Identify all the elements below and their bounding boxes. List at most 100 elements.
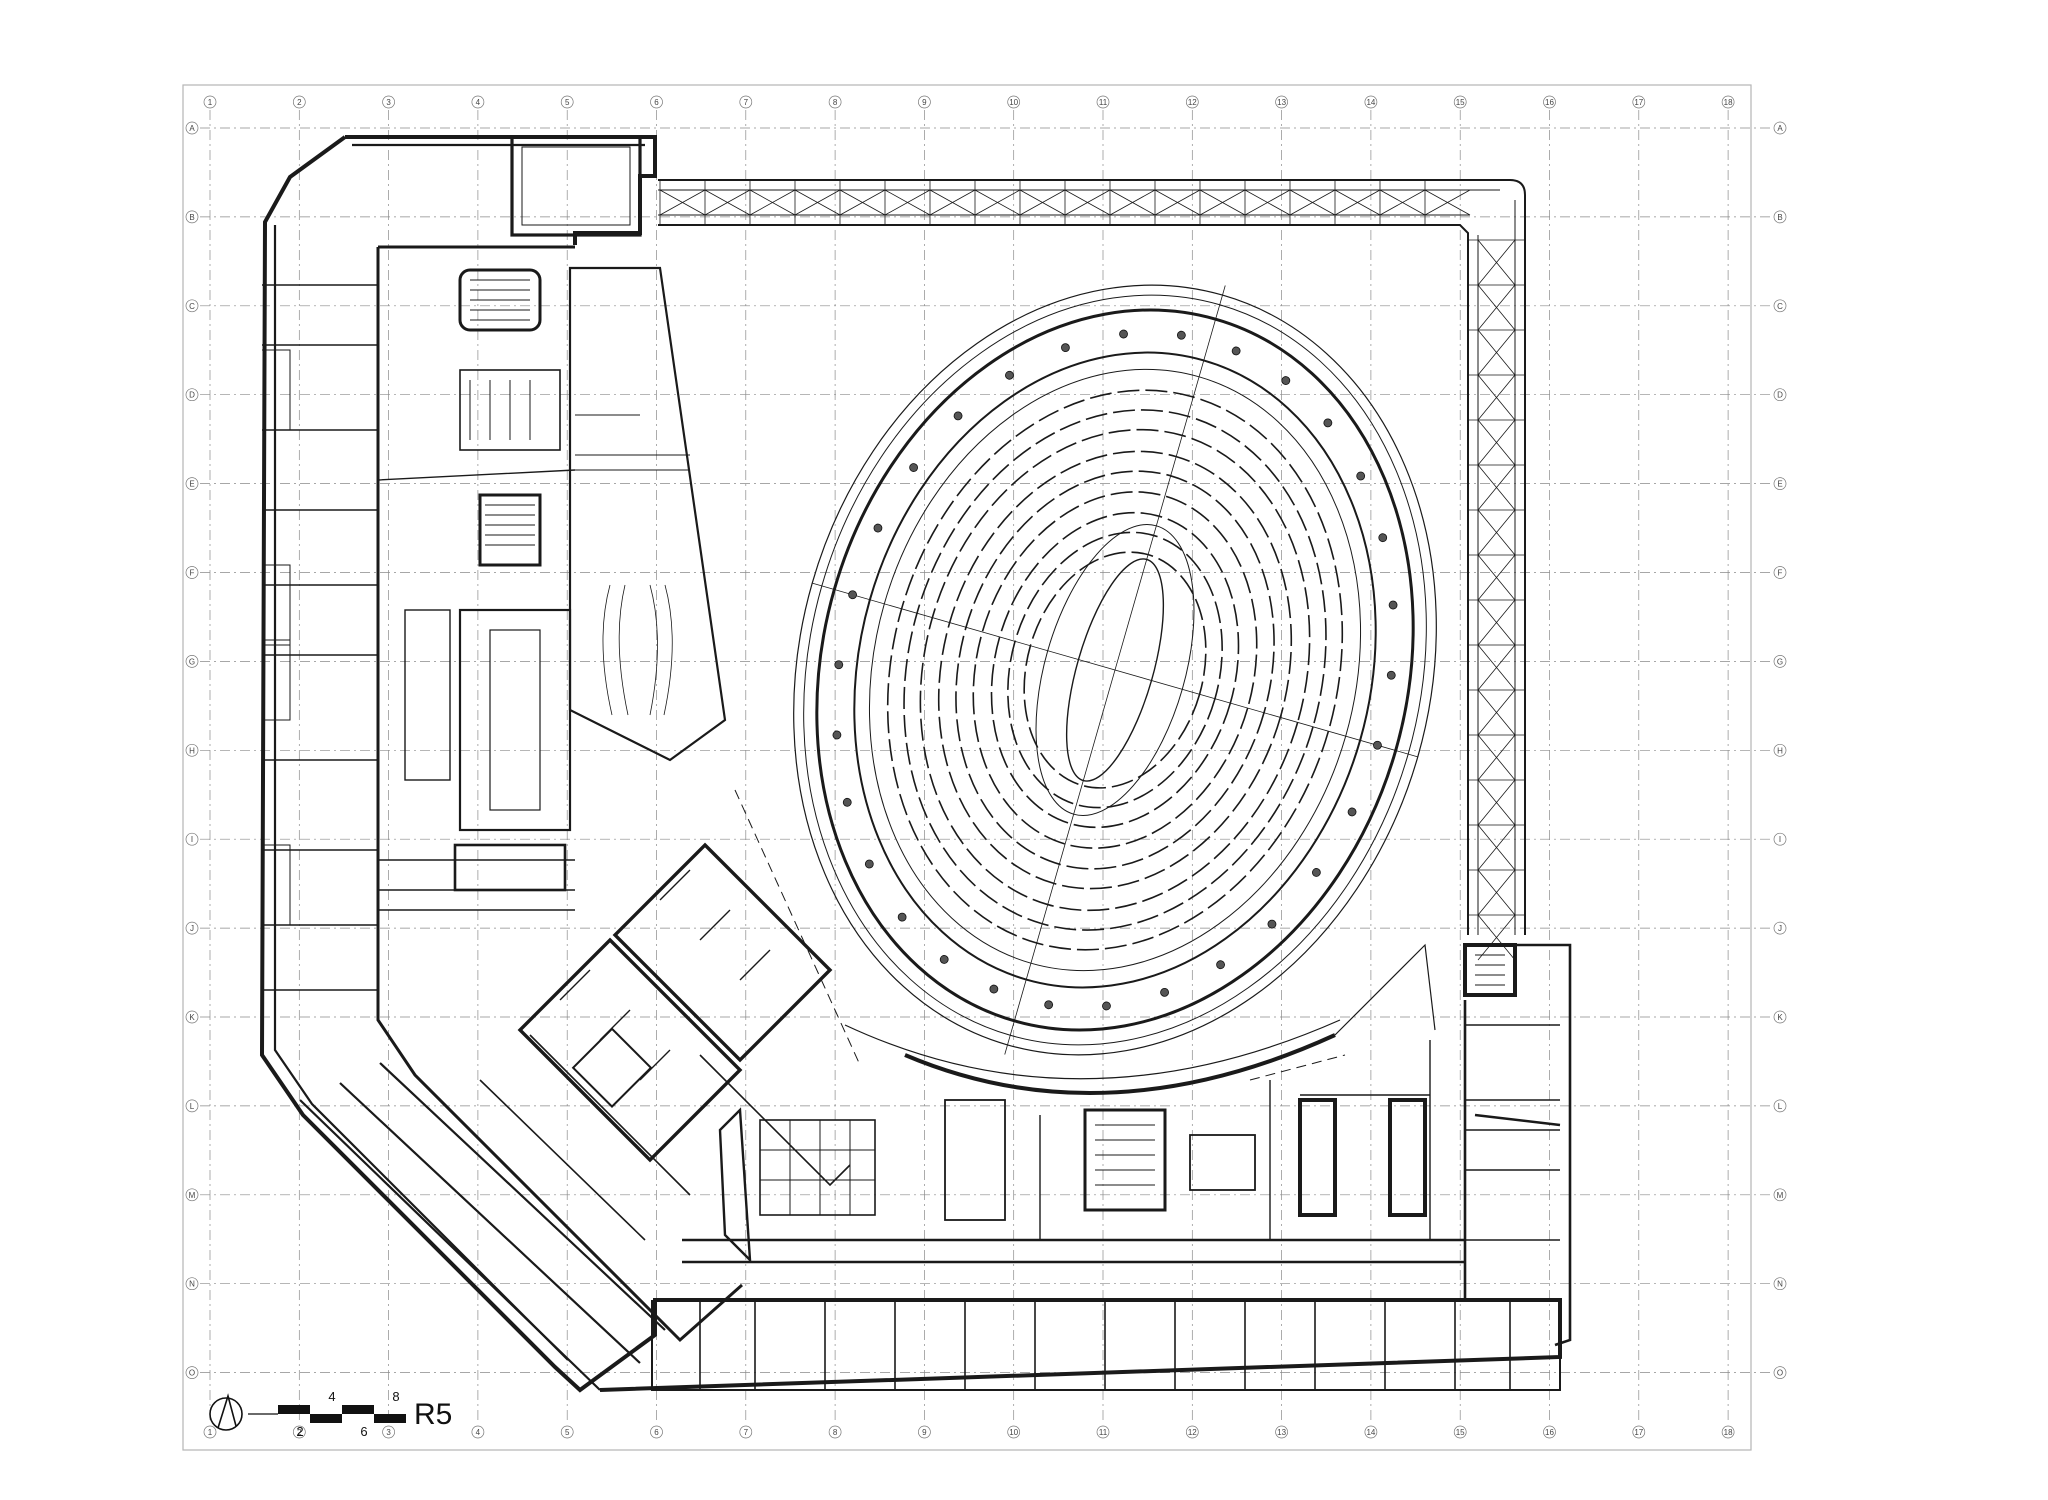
truss-brace (704, 180, 751, 225)
hall-column (909, 463, 919, 472)
grid-row-label-left: G (185, 655, 199, 668)
grid-column-label-bottom: 3 (382, 1425, 395, 1439)
grid-row-label-left: B (185, 210, 199, 224)
grid-row-label-right: E (1773, 477, 1787, 490)
truss-brace (1468, 329, 1525, 376)
truss-brace (1468, 284, 1525, 331)
grid-row-label-right-text: H (1777, 746, 1783, 755)
grid-column-label-top: 14 (1364, 95, 1378, 109)
south-services (759, 1040, 1431, 1240)
truss-brace (1109, 180, 1156, 225)
hall-column (1378, 533, 1388, 543)
grid-column-label-bottom-text: 4 (476, 1428, 481, 1437)
grid-row-label-right-text: M (1777, 1191, 1784, 1200)
grid-column-label-top: 8 (828, 95, 842, 109)
grid-column-label-top: 10 (1007, 95, 1021, 109)
grid-row-label-right: O (1773, 1366, 1787, 1379)
grid-column-label-bottom-text: 12 (1188, 1428, 1197, 1437)
hall-column (834, 660, 844, 670)
grid-column-label-top: 4 (471, 95, 485, 109)
grid-row-label-right: F (1773, 566, 1787, 579)
axis-grid (200, 110, 1772, 1424)
grid-row-label-left: I (185, 832, 199, 846)
grid-column-label-bottom: 14 (1364, 1425, 1378, 1439)
grid-column-label-top: 5 (560, 95, 574, 109)
grid-column-label-bottom: 9 (918, 1425, 931, 1439)
grid-row-label-right-text: J (1778, 924, 1782, 933)
grid-row-label-left: K (185, 1010, 199, 1024)
grid-row-label-right: I (1773, 832, 1787, 846)
grid-row-label-left-text: I (191, 835, 193, 844)
grid-row-label-right-text: C (1777, 302, 1783, 311)
grid-row-label-left-text: M (189, 1191, 196, 1200)
grid-column-label-top-text: 16 (1545, 98, 1554, 107)
grid-column-label-top: 1 (203, 95, 217, 109)
grid-row-label-left-text: A (189, 124, 195, 133)
grid-column-label-top: 2 (292, 95, 306, 109)
grid-column-label-bottom: 4 (471, 1425, 485, 1439)
lobby-arc (734, 789, 1436, 1096)
hall-column (1388, 600, 1398, 610)
truss-brace (1064, 180, 1111, 225)
grid-row-label-left: O (185, 1366, 199, 1379)
truss-brace (1468, 869, 1525, 916)
grid-row-label-left-text: D (189, 391, 195, 400)
grid-column-label-top-text: 13 (1277, 98, 1286, 107)
scale-label-6: 6 (360, 1424, 367, 1439)
truss-brace (1468, 914, 1525, 961)
grid-column-label-bottom-text: 6 (654, 1428, 659, 1437)
grid-column-label-bottom: 8 (828, 1425, 842, 1439)
grid-column-label-top: 7 (739, 95, 753, 109)
truss-brace (1289, 180, 1336, 225)
grid-row-label-right: K (1773, 1010, 1787, 1024)
truss-brace (1334, 180, 1381, 225)
truss-brace (1468, 824, 1525, 871)
grid-column-label-bottom-text: 16 (1545, 1428, 1554, 1437)
grid-column-label-bottom: 2 (292, 1425, 306, 1439)
truss-east-bracing (1468, 239, 1525, 961)
truss-brace (884, 180, 931, 225)
grid-column-label-bottom: 5 (560, 1425, 574, 1439)
grid-column-label-bottom-text: 10 (1009, 1428, 1018, 1437)
truss-brace (1244, 180, 1291, 225)
hall-column (1061, 343, 1070, 353)
grid-column-label-bottom: 13 (1275, 1425, 1288, 1439)
grid-column-label-bottom-text: 18 (1724, 1428, 1733, 1437)
truss-brace (1468, 779, 1525, 826)
grid-column-label-bottom: 15 (1453, 1425, 1467, 1439)
truss-brace (1468, 239, 1525, 286)
scale-label-8: 8 (392, 1389, 399, 1404)
grid-row-label-right-text: D (1777, 391, 1783, 400)
hall-column (897, 912, 907, 922)
truss-brace (839, 180, 886, 225)
grid-column-label-top: 15 (1453, 95, 1467, 109)
truss-brace (1468, 374, 1525, 421)
grid-row-label-left-text: G (189, 657, 195, 666)
hall-column (1386, 670, 1396, 680)
grid-row-label-right: G (1773, 655, 1787, 668)
grid-column-label-bottom-text: 5 (565, 1428, 570, 1437)
grid-column-label-top-text: 4 (476, 98, 481, 107)
grid-column-label-top-text: 6 (654, 98, 659, 107)
hall-column (864, 859, 874, 869)
hall-column (1102, 1001, 1111, 1011)
grid-row-label-left: L (185, 1099, 199, 1113)
lift-core (479, 842, 851, 1264)
grid-column-label-bottom-text: 17 (1634, 1428, 1643, 1437)
truss-brace (1468, 689, 1525, 736)
grid-row-label-left: A (185, 121, 199, 135)
grid-row-label-right-text: G (1777, 657, 1783, 666)
grid-column-label-top: 3 (382, 95, 395, 109)
hall-column (1231, 346, 1241, 356)
grid-column-label-top-text: 17 (1634, 98, 1643, 107)
grid-row-label-left: M (185, 1188, 199, 1202)
grid-row-label-left: E (185, 477, 199, 490)
grid-column-label-top-text: 7 (744, 98, 749, 107)
hall-columns (832, 329, 1398, 1011)
hall-column (1216, 960, 1225, 970)
truss-brace (1154, 180, 1201, 225)
grid-row-label-left-text: J (190, 924, 194, 933)
grid-row-label-left-text: O (189, 1369, 195, 1378)
grid-column-label-bottom: 11 (1096, 1425, 1110, 1439)
